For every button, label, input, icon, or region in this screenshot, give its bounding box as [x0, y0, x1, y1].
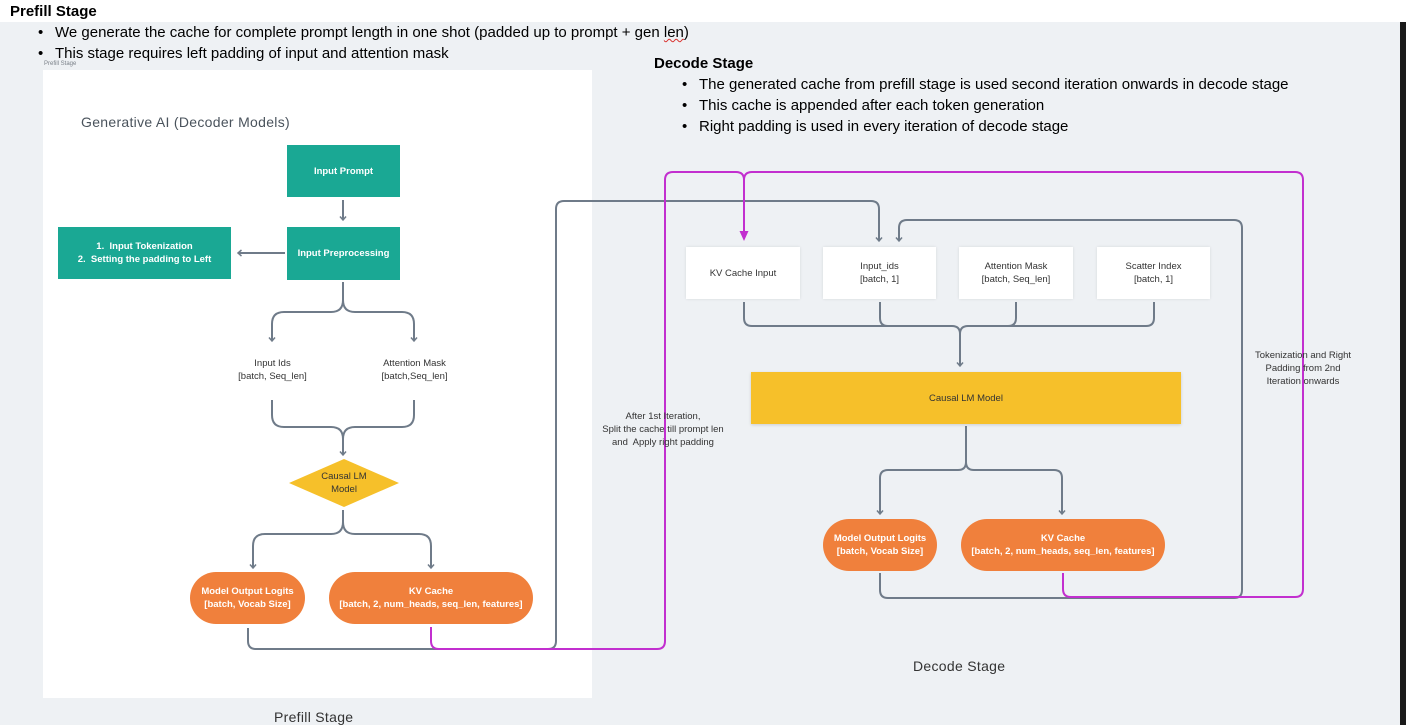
scatter-index-shape: [batch, 1] — [1133, 274, 1174, 285]
split-cache-note: After 1st Iteration, Split the cache til… — [588, 410, 738, 449]
prefill-causal-lm-line-2: Model — [331, 484, 357, 495]
prefill-caption: Prefill Stage — [274, 709, 354, 725]
branch-decode-causal-to-outputs — [879, 426, 1063, 512]
input-prompt-label: Input Prompt — [313, 165, 374, 177]
prefill-output-logits-box: Model Output Logits [batch, Vocab Size] — [190, 572, 305, 624]
tokenization-note-line-3: Iteration onwards — [1266, 376, 1340, 387]
prefill-output-logits-shape: [batch, Vocab Size] — [204, 599, 291, 610]
prefill-tiny-label: Prefill Stage — [44, 61, 77, 67]
split-note-line-2: Split the cache till prompt len — [602, 424, 724, 435]
prefill-kv-cache-box: KV Cache [batch, 2, num_heads, seq_len, … — [329, 572, 533, 624]
split-note-line-1: After 1st Iteration, — [625, 411, 701, 422]
merge-inputs-to-causal — [271, 400, 415, 453]
decode-caption: Decode Stage — [913, 658, 1006, 674]
decode-bullet-1: The generated cache from prefill stage i… — [680, 74, 1289, 95]
prefill-output-logits-label: Model Output Logits — [201, 586, 294, 597]
prefill-heading: Prefill Stage — [10, 3, 97, 20]
tokenization-line-2: 2. Setting the padding to Left — [77, 254, 212, 265]
kv-cache-input-box: KV Cache Input — [686, 247, 800, 299]
kv-cache-feedback-prefill — [430, 171, 749, 650]
prefill-attention-mask-label: Attention Mask — [383, 358, 446, 369]
branch-causal-to-outputs — [252, 510, 432, 566]
prefill-input-ids-shape: [batch, Seq_len] — [238, 371, 307, 382]
scatter-index-label: Scatter Index — [1125, 261, 1182, 272]
prefill-causal-lm-label: Causal LM Model — [288, 458, 400, 508]
decode-heading: Decode Stage — [654, 55, 754, 72]
decode-output-logits-box: Model Output Logits [batch, Vocab Size] — [823, 519, 937, 571]
decode-kv-cache-box: KV Cache [batch, 2, num_heads, seq_len, … — [961, 519, 1165, 571]
prefill-bullets: We generate the cache for complete promp… — [36, 22, 689, 64]
decode-input-ids-shape: [batch, 1] — [859, 274, 900, 285]
decode-attention-mask-label: Attention Mask — [984, 261, 1048, 272]
tokenization-note-line-2: Padding from 2nd — [1265, 363, 1341, 374]
prefill-input-ids-box: Input Ids [batch, Seq_len] — [216, 344, 329, 396]
tokenization-box: 1. Input Tokenization 2. Setting the pad… — [58, 227, 231, 279]
loop-logits-to-decode — [247, 200, 880, 650]
decode-output-logits-shape: [batch, Vocab Size] — [836, 546, 924, 557]
prefill-attention-mask-shape: [batch,Seq_len] — [381, 371, 448, 382]
prefill-attention-mask-box: Attention Mask [batch,Seq_len] — [357, 344, 472, 396]
decode-kv-cache-shape: [batch, 2, num_heads, seq_len, features] — [971, 546, 1155, 557]
decode-output-logits-label: Model Output Logits — [833, 533, 927, 544]
kv-cache-feedback-decode — [743, 171, 1304, 598]
prefill-causal-lm-line-1: Causal LM — [321, 471, 367, 482]
prefill-input-ids-label: Input Ids — [254, 358, 291, 369]
spellcheck-word: len — [663, 24, 684, 41]
tokenization-line-1: 1. Input Tokenization — [96, 241, 193, 252]
split-note-line-3: and Apply right padding — [612, 437, 714, 448]
merge-decode-inputs — [743, 302, 1155, 364]
prefill-bullet-1-text: We generate the cache for complete promp… — [55, 24, 664, 41]
scatter-index-box: Scatter Index [batch, 1] — [1097, 247, 1210, 299]
input-prompt-box: Input Prompt — [287, 145, 400, 197]
prefill-bullet-2: This stage requires left padding of inpu… — [36, 43, 689, 64]
decode-input-ids-label: Input_ids — [860, 261, 899, 272]
prefill-bullet-1-tail: ) — [683, 24, 689, 41]
decode-bullets: The generated cache from prefill stage i… — [680, 74, 1289, 137]
window-edge — [1400, 22, 1406, 725]
loop-decode-logits — [879, 219, 1243, 599]
decode-attention-mask-shape: [batch, Seq_len] — [981, 274, 1051, 285]
prefill-bullet-1: We generate the cache for complete promp… — [36, 22, 689, 43]
decode-input-ids-box: Input_ids [batch, 1] — [823, 247, 936, 299]
prefill-kv-cache-label: KV Cache — [408, 586, 454, 597]
top-band — [0, 0, 1406, 22]
decode-causal-lm-box: Causal LM Model — [751, 372, 1181, 424]
tokenization-note-line-1: Tokenization and Right — [1254, 350, 1352, 361]
tokenization-right-padding-note: Tokenization and Right Padding from 2nd … — [1244, 349, 1362, 388]
branch-preprocessing-to-inputs — [271, 282, 415, 339]
input-preprocessing-label: Input Preprocessing — [297, 248, 390, 259]
decode-kv-cache-label: KV Cache — [1040, 533, 1086, 544]
prefill-kv-cache-shape: [batch, 2, num_heads, seq_len, features] — [339, 599, 523, 610]
diagram-title: Generative AI (Decoder Models) — [81, 114, 290, 130]
kv-cache-input-label: KV Cache Input — [709, 267, 777, 279]
decode-causal-lm-label: Causal LM Model — [929, 392, 1003, 404]
input-preprocessing-box: Input Preprocessing — [287, 227, 400, 280]
prefill-causal-lm-diamond — [289, 459, 399, 507]
decode-bullet-2: This cache is appended after each token … — [680, 95, 1289, 116]
decode-attention-mask-box: Attention Mask [batch, Seq_len] — [959, 247, 1073, 299]
decode-bullet-3: Right padding is used in every iteration… — [680, 116, 1289, 137]
